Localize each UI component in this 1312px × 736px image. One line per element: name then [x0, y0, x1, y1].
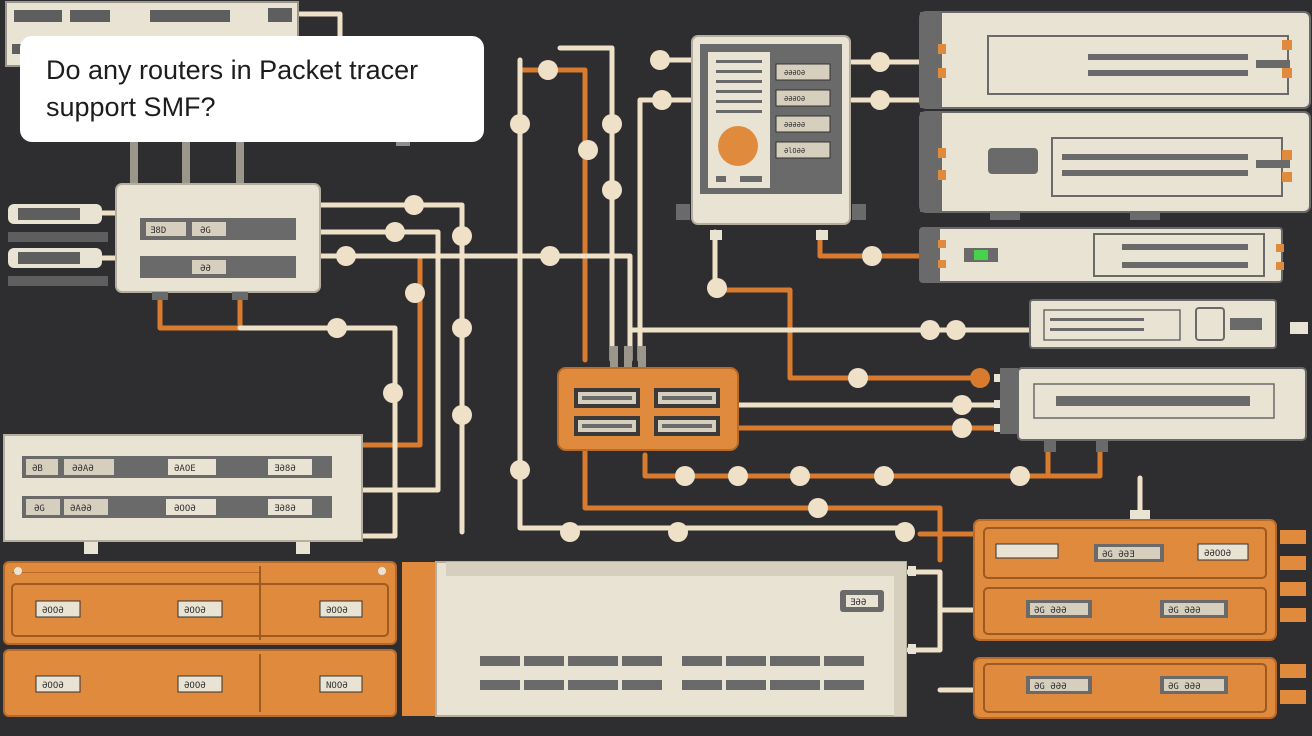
- cable-node: [675, 466, 695, 486]
- bottom-left-label-6: NOOƏ: [326, 681, 348, 691]
- left-panel-b3: ƏOOƏ: [174, 504, 196, 514]
- center-top-label-2: ƏƏƏOƏ: [784, 95, 805, 103]
- cable-orange: [317, 253, 423, 448]
- left-panel-a3: ƏAOE: [174, 464, 196, 474]
- left-panel-b4: ƎƏ8Ə: [274, 504, 296, 514]
- center-top-label-4: ƏlOƏƏ: [784, 147, 805, 155]
- center-orange-switch: [557, 346, 739, 451]
- cable-node: [405, 283, 425, 303]
- cable-node: [808, 498, 828, 518]
- cable-node: [560, 522, 580, 542]
- cable-orange: [642, 447, 1103, 479]
- cable-node: [952, 395, 972, 415]
- right-mid-switch-green: [919, 227, 1284, 283]
- cable-node: [1010, 466, 1030, 486]
- cable-node: [870, 52, 890, 72]
- cable-node: [946, 320, 966, 340]
- cable-node: [874, 466, 894, 486]
- cable-node: [540, 246, 560, 266]
- bottom-left-label-1: ƏOOƏ: [42, 606, 64, 616]
- cable-node: [650, 50, 670, 70]
- cable-node: [707, 278, 727, 298]
- left-panel-a2: ƏƏAƏ: [72, 464, 94, 474]
- cable-node: [862, 246, 882, 266]
- bottom-left-label-5: ƏOOƏ: [184, 681, 206, 691]
- bottom-left-orange-rack: ƏOOƏ ƏOOƏ ƏOOƏ ƏOOƏ ƏOOƏ NOOƏ: [3, 561, 397, 717]
- bottom-left-label-2: ƏOOƏ: [184, 606, 206, 616]
- cable-node: [895, 522, 915, 542]
- right-mid-patch-panel: [994, 367, 1307, 452]
- bottom-center-chassis: ƎƏƏ: [402, 561, 916, 717]
- cable-node: [668, 522, 688, 542]
- cable-cream: [317, 229, 441, 493]
- right-orange-label-4: ƏG ƏƏƏ: [1168, 606, 1201, 616]
- left-panel-b2: ƏAƏƏ: [70, 504, 92, 514]
- cable-orange: [712, 287, 981, 381]
- cable-node: [452, 405, 472, 425]
- cable-node: [970, 368, 990, 388]
- cable-cream: [637, 97, 693, 363]
- cable-node: [510, 114, 530, 134]
- cable-node: [952, 418, 972, 438]
- cable-nodes: [327, 50, 1030, 542]
- right-orange-label-1: ƏG ƏƏƎ: [1102, 550, 1135, 560]
- cable-node: [602, 114, 622, 134]
- cable-cream: [517, 57, 911, 531]
- center-top-label-1: ƏƏƏOƏ: [784, 69, 805, 77]
- cable-node: [652, 90, 672, 110]
- right-top-server-2: [919, 111, 1311, 220]
- cable-node: [510, 460, 530, 480]
- right-orange-label-3: ƏG ƏƏƏ: [1034, 606, 1067, 616]
- left-router-port-b: ƏG: [200, 226, 211, 236]
- cable-node: [452, 226, 472, 246]
- cable-cream: [237, 325, 398, 539]
- cable-node: [383, 383, 403, 403]
- cable-node: [452, 318, 472, 338]
- cable-node: [385, 222, 405, 242]
- cable-orange: [157, 292, 243, 331]
- left-panel-a4: ƎƏ8Ə: [274, 464, 296, 474]
- right-top-server-1: [919, 11, 1311, 109]
- cable-orange: [517, 67, 588, 363]
- right-mid-switch-slim: [1029, 299, 1308, 349]
- right-bottom-orange-rack-1: ƏG ƏƏƎ ƏƏOOƏ ƏG ƏƏƏ ƏG ƏƏƏ: [973, 510, 1306, 641]
- left-modules: [8, 204, 108, 286]
- right-orange-label-6: ƏG ƏƏƏ: [1168, 682, 1201, 692]
- left-panel-a1: ƏB: [32, 464, 43, 474]
- cable-node: [728, 466, 748, 486]
- cable-cream: [297, 11, 343, 39]
- question-bubble: Do any routers in Packet tracer support …: [20, 36, 484, 142]
- question-line-2: support SMF?: [46, 92, 216, 122]
- bottom-center-badge: ƎƏƏ: [850, 598, 866, 608]
- cable-node: [404, 195, 424, 215]
- left-router-port-c: ƏƏ: [200, 264, 211, 274]
- cable-node: [848, 368, 868, 388]
- center-top-server: ƏƏƏOƏ ƏƏƏOƏ ƏƏƏƏƏ ƏlOƏƏ: [676, 35, 866, 240]
- cable-node: [920, 320, 940, 340]
- left-rack-panel: ƏB ƏƏAƏ ƏAOE ƎƏ8Ə ƏG ƏAƏƏ ƏOOƏ ƎƏ8Ə: [3, 434, 363, 554]
- cable-node: [602, 180, 622, 200]
- bottom-left-label-4: ƏOOƏ: [42, 681, 64, 691]
- right-orange-label-2: ƏƏOOƏ: [1204, 549, 1231, 559]
- question-line-1: Do any routers in Packet tracer: [46, 55, 419, 85]
- cable-node: [538, 60, 558, 80]
- cable-cream: [905, 569, 943, 653]
- cable-node: [327, 318, 347, 338]
- center-top-label-3: ƏƏƏƏƏ: [784, 121, 805, 129]
- cable-node: [336, 246, 356, 266]
- cable-node: [870, 90, 890, 110]
- bottom-left-label-3: ƏOOƏ: [326, 606, 348, 616]
- left-panel-b1: ƏG: [34, 504, 45, 514]
- cable-node: [578, 140, 598, 160]
- cable-node: [790, 466, 810, 486]
- left-router: Ǝ8D ƏG ƏƏ: [115, 142, 321, 300]
- cable-cream: [317, 253, 633, 363]
- right-bottom-orange-rack-2: ƏG ƏƏƏ ƏG ƏƏƏ: [973, 657, 1306, 719]
- left-router-port-a: Ǝ8D: [150, 226, 166, 236]
- right-orange-label-5: ƏG ƏƏƏ: [1034, 682, 1067, 692]
